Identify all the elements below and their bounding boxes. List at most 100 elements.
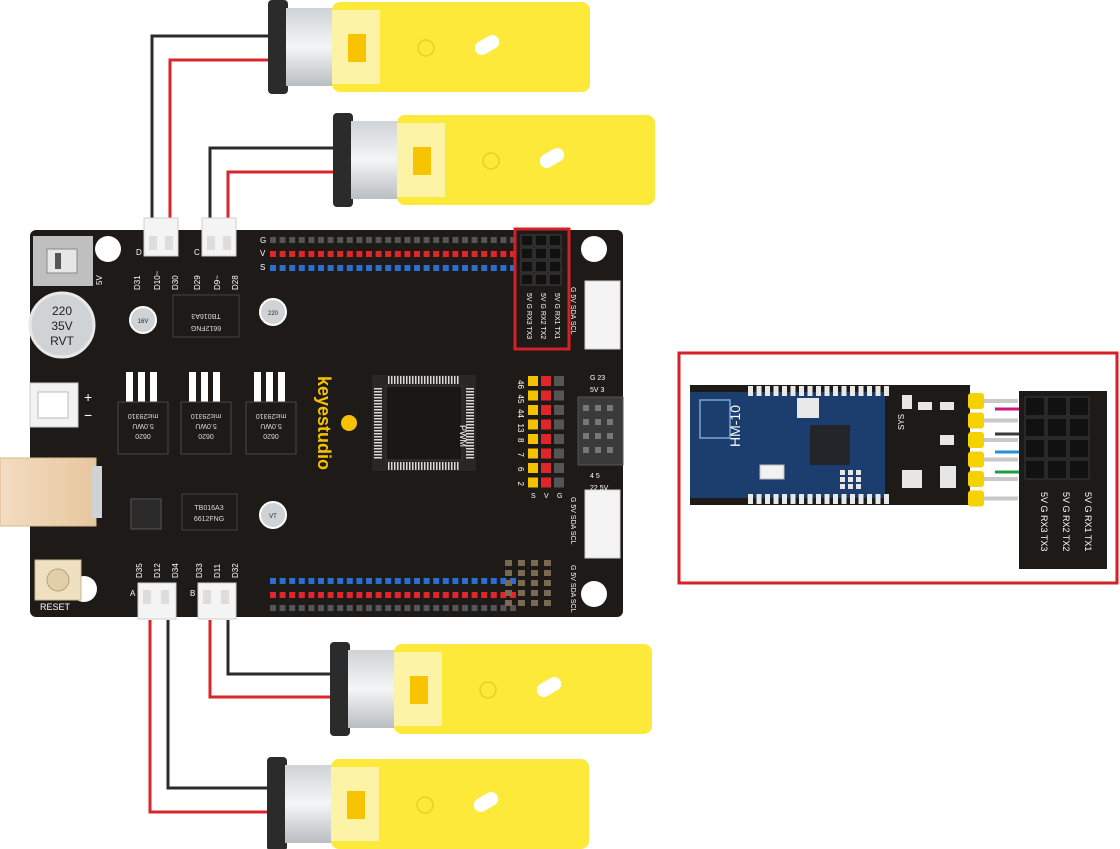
mcu-pin — [374, 418, 382, 420]
pwm-pin-s — [528, 463, 538, 473]
mcu-pin — [466, 448, 474, 450]
mcu-pin — [433, 376, 435, 384]
pin-v — [423, 592, 430, 598]
regulator-leg — [126, 372, 133, 402]
module-pad — [816, 494, 821, 504]
module-pad — [875, 386, 881, 396]
mcu-pin — [403, 462, 405, 470]
pin-v — [308, 251, 315, 257]
pin-v — [481, 592, 488, 598]
motor-screw-hole — [479, 681, 497, 699]
module-pad — [824, 494, 830, 504]
pin-v — [442, 592, 449, 598]
pin-g — [308, 605, 315, 611]
uart-pin — [595, 447, 601, 453]
mcu-pin — [466, 388, 474, 390]
mcu-pins — [374, 376, 474, 470]
i2c-top-label: G 5V SDA SCL — [569, 287, 576, 335]
motor-gearbox — [331, 759, 589, 849]
motor-connector-c — [201, 217, 237, 257]
motor-3 — [330, 642, 652, 736]
module-pad — [756, 386, 762, 396]
uart-label-3: 4 5 — [590, 473, 600, 480]
serial-header-highlight — [513, 227, 571, 351]
mcu-pin — [466, 427, 474, 429]
pin-g — [375, 237, 382, 243]
mcu-pin — [466, 442, 474, 444]
motor-end-cap — [333, 113, 353, 207]
mcu-pin — [406, 462, 408, 470]
mcu-pin — [374, 424, 382, 426]
pwm-pin-g — [554, 405, 564, 415]
serial-socket — [548, 247, 562, 260]
pin-g — [510, 605, 516, 611]
module-pad — [799, 494, 804, 504]
pin-g — [500, 237, 507, 243]
module-pin-leg — [984, 477, 1018, 481]
mcu-pin — [466, 421, 474, 423]
module-pin-housing — [968, 490, 984, 507]
pin-g — [356, 237, 363, 243]
regulator-text: 0620 — [198, 432, 214, 439]
regulator-text: 5.0WU — [195, 422, 216, 429]
top-motor-pin-label: D31 — [133, 275, 142, 290]
module-pad — [858, 494, 864, 504]
analog-pin — [518, 600, 525, 606]
analog-pin — [544, 570, 551, 576]
driver-top-label-1: TB016A3 — [191, 312, 220, 319]
mcu-pin — [418, 376, 420, 384]
pin-s — [327, 265, 334, 271]
motor-gear — [413, 147, 431, 175]
mcu-pin — [466, 412, 474, 414]
pin-v — [490, 592, 497, 598]
pin-v — [298, 251, 305, 257]
mcu-pin — [400, 376, 402, 384]
analog-pin — [544, 600, 551, 606]
mcu-pin — [406, 376, 408, 384]
mcu-pin — [374, 439, 382, 441]
pin-g — [385, 237, 392, 243]
pin-s — [270, 265, 276, 271]
module-pad — [867, 494, 872, 504]
analog-pin — [505, 560, 512, 566]
pin-g — [356, 605, 363, 611]
module-pad — [765, 386, 770, 396]
motor-1 — [268, 0, 590, 94]
serial-label-3: 5V G RX3 TX3 — [525, 293, 532, 339]
pwm-pin-g — [554, 477, 564, 488]
pin-s — [279, 265, 286, 271]
mcu-pin — [374, 397, 382, 399]
mcu-pin — [448, 462, 450, 470]
mcu-pin — [439, 462, 441, 470]
pwm-pin-v — [541, 390, 551, 401]
module-pad-small — [848, 484, 853, 489]
pin-s — [442, 578, 449, 584]
pwm-pin-label: 8 — [516, 438, 525, 443]
bottom-motor-pin-label: D34 — [171, 563, 180, 578]
module-header-socket — [1068, 417, 1090, 438]
module-pin-leg — [984, 438, 1018, 442]
mcu-pin — [436, 462, 438, 470]
pin-s — [279, 578, 286, 584]
module-header-label-2: 5V G RX2 TX2 — [1061, 492, 1071, 551]
regulator-leg — [150, 372, 157, 402]
big-cap-line3: RVT — [50, 334, 74, 348]
pin-g — [442, 237, 449, 243]
analog-pin — [505, 570, 512, 576]
pin-g — [318, 605, 324, 611]
pin-s — [289, 265, 296, 271]
pin-v — [346, 251, 353, 257]
big-cap-line2: 35V — [51, 319, 72, 333]
pin-g — [481, 237, 488, 243]
module-pad-small — [856, 477, 861, 482]
mcu-pin — [374, 409, 382, 411]
pin-s — [433, 578, 440, 584]
pin-s — [356, 578, 363, 584]
module-pad — [799, 386, 804, 396]
small-cap-bottom-label: VT — [269, 514, 277, 520]
module-sys-label: SYS — [897, 414, 906, 430]
pin-g — [423, 605, 430, 611]
motor1-black-wire — [150, 34, 275, 230]
